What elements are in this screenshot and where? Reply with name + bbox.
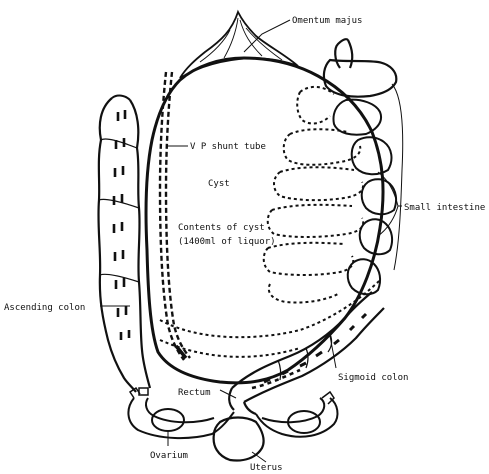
label-contents-of-cyst: Contents of cyst xyxy=(178,223,265,233)
label-cyst: Cyst xyxy=(208,179,230,189)
label-small-intestine: Small intestine xyxy=(404,203,485,213)
label-rectum: Rectum xyxy=(178,388,211,398)
label-vp-shunt-tube: V P shunt tube xyxy=(190,142,266,152)
cyst xyxy=(146,58,383,383)
ascending-colon xyxy=(98,96,150,395)
vp-shunt-tube xyxy=(160,72,190,360)
label-omentum-majus: Omentum majus xyxy=(292,16,362,26)
label-ascending-colon: Ascending colon xyxy=(4,303,85,313)
label-sigmoid-colon: Sigmoid colon xyxy=(338,373,408,383)
label-uterus: Uterus xyxy=(250,463,283,473)
label-ovarium: Ovarium xyxy=(150,451,188,461)
sigmoid-colon xyxy=(232,292,384,402)
label-contents-volume: (1400ml of liquor) xyxy=(178,237,276,247)
uterus-body xyxy=(214,418,264,461)
pelvic-organs xyxy=(128,388,337,461)
